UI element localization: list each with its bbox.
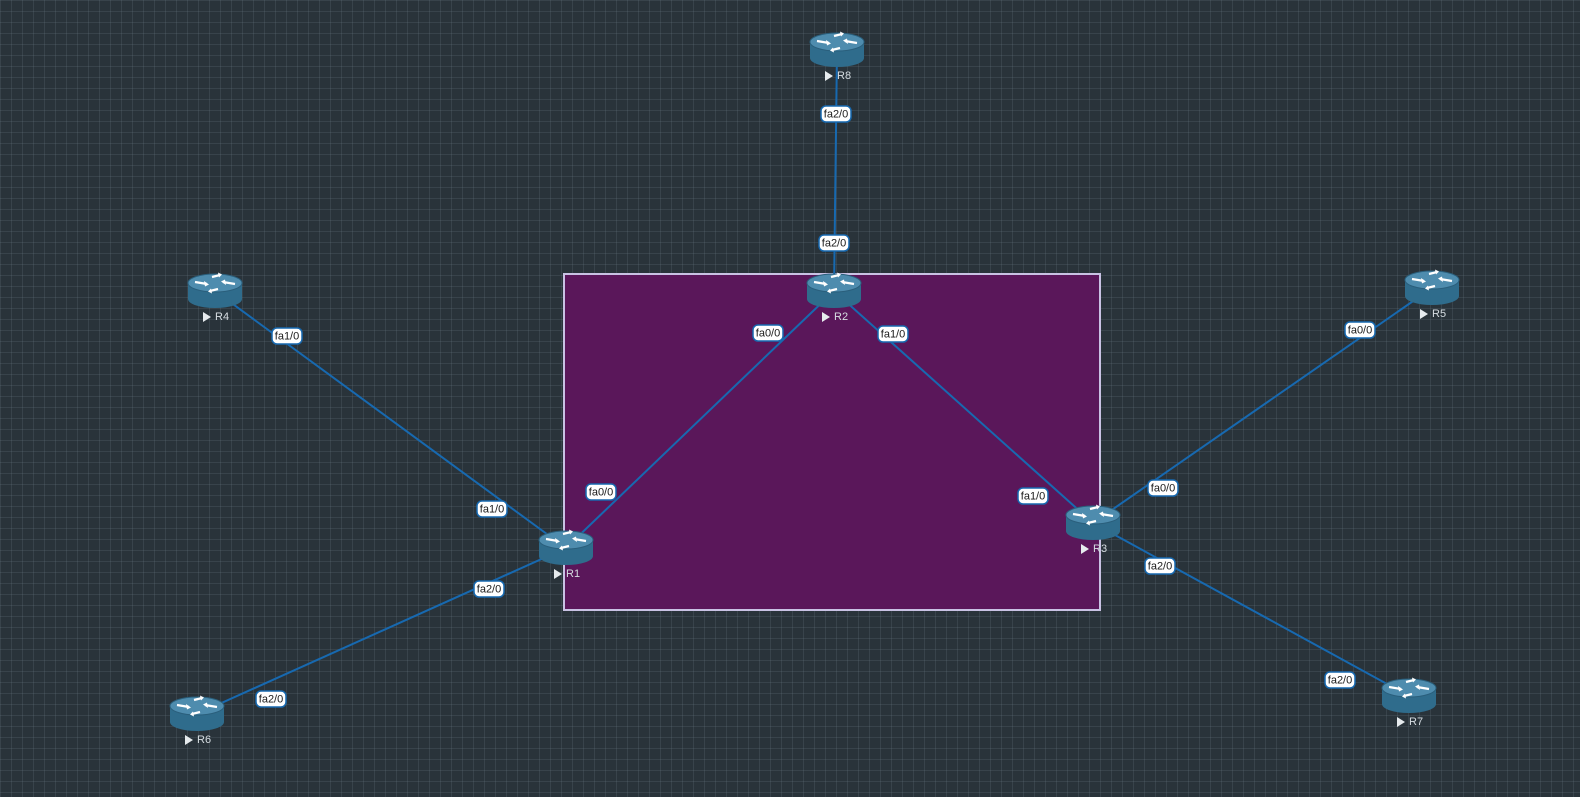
svg-text:fa0/0: fa0/0	[589, 487, 613, 499]
interface-label-r1-fa1-0: fa1/0	[476, 500, 508, 518]
interface-label-r4-fa1-0: fa1/0	[271, 327, 303, 345]
router-icon[interactable]	[1404, 269, 1460, 306]
interface-label-r6-fa2-0: fa2/0	[255, 690, 287, 708]
node-r3[interactable]: R3	[1065, 504, 1121, 556]
node-r2[interactable]: R2	[806, 272, 862, 324]
link-r1-r6[interactable]	[196, 547, 567, 715]
svg-text:fa2/0: fa2/0	[824, 109, 848, 121]
link-r3-r7[interactable]	[1092, 522, 1410, 697]
svg-text:fa2/0: fa2/0	[1148, 561, 1172, 573]
node-r8[interactable]: R8	[809, 31, 865, 83]
node-name-label: R3	[1093, 543, 1107, 555]
node-name-label: R2	[834, 311, 848, 323]
svg-text:fa1/0: fa1/0	[480, 504, 504, 516]
interface-labels-layer: fa2/0 fa2/0 fa0/0 fa0/0 fa1/0 fa1/0 fa1/0 fa1/0…	[255, 105, 1376, 708]
svg-text:fa2/0: fa2/0	[259, 694, 283, 706]
router-icon[interactable]	[806, 272, 862, 309]
svg-text:fa2/0: fa2/0	[1328, 675, 1352, 687]
router-icon[interactable]	[1065, 504, 1121, 541]
link-r8-r2[interactable]	[833, 49, 838, 292]
play-icon[interactable]	[203, 312, 211, 322]
link-r5-r3[interactable]	[1092, 287, 1433, 524]
play-icon[interactable]	[822, 312, 830, 322]
node-r4[interactable]: R4	[187, 272, 243, 324]
node-name-label: R6	[197, 734, 211, 746]
interface-label-r3-fa1-0: fa1/0	[1017, 487, 1049, 505]
svg-text:fa1/0: fa1/0	[881, 329, 905, 341]
svg-text:fa2/0: fa2/0	[822, 238, 846, 250]
svg-text:fa0/0: fa0/0	[1151, 483, 1175, 495]
router-icon[interactable]	[187, 272, 243, 309]
svg-text:fa1/0: fa1/0	[1021, 491, 1045, 503]
router-icon[interactable]	[169, 695, 225, 732]
area-rectangle[interactable]	[563, 273, 1101, 611]
play-icon[interactable]	[1420, 309, 1428, 319]
play-icon[interactable]	[1081, 544, 1089, 554]
play-icon[interactable]	[554, 569, 562, 579]
node-r5[interactable]: R5	[1404, 269, 1460, 321]
router-icon[interactable]	[538, 529, 594, 566]
svg-text:fa2/0: fa2/0	[477, 584, 501, 596]
interface-label-r3-fa2-0: fa2/0	[1144, 557, 1176, 575]
router-icon[interactable]	[809, 31, 865, 68]
interface-label-r3-fa0-0: fa0/0	[1147, 479, 1179, 497]
node-name-label: R1	[566, 568, 580, 580]
link-r2-r1[interactable]	[565, 290, 835, 549]
link-r2-r3[interactable]	[833, 290, 1094, 524]
node-r6[interactable]: R6	[169, 695, 225, 747]
interface-label-r5-fa0-0: fa0/0	[1344, 321, 1376, 339]
interface-label-r2-fa2-0: fa2/0	[818, 234, 850, 252]
node-name-label: R8	[837, 70, 851, 82]
interface-label-r8-fa2-0: fa2/0	[820, 105, 852, 123]
svg-text:fa0/0: fa0/0	[756, 328, 780, 340]
play-icon[interactable]	[185, 735, 193, 745]
link-r4-r1[interactable]	[214, 290, 567, 549]
node-name-label: R5	[1432, 308, 1446, 320]
play-icon[interactable]	[1397, 717, 1405, 727]
svg-text:fa0/0: fa0/0	[1348, 325, 1372, 337]
node-r1[interactable]: R1	[538, 529, 594, 581]
interface-label-r1-fa0-0: fa0/0	[585, 483, 617, 501]
node-name-label: R4	[215, 311, 229, 323]
svg-text:fa1/0: fa1/0	[275, 331, 299, 343]
play-icon[interactable]	[825, 71, 833, 81]
interface-label-r2-fa1-0: fa1/0	[877, 325, 909, 343]
router-icon[interactable]	[1381, 677, 1437, 714]
node-r7[interactable]: R7	[1381, 677, 1437, 729]
interface-label-r1-fa2-0: fa2/0	[473, 580, 505, 598]
interface-label-r2-fa0-0: fa0/0	[752, 324, 784, 342]
node-name-label: R7	[1409, 716, 1423, 728]
interface-label-r7-fa2-0: fa2/0	[1324, 671, 1356, 689]
